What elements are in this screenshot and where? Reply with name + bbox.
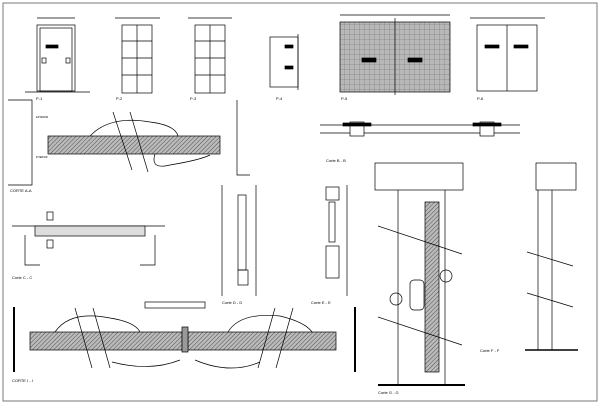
- section-b-b: [320, 121, 520, 137]
- note-exterior: EXTERIOR: [36, 116, 48, 119]
- elevation-p4: [269, 34, 299, 90]
- elevation-labels: P-1 P-2 P-3 P-4 P-5 P-6: [36, 96, 484, 101]
- section-e-e: [325, 185, 348, 296]
- section-label: Corte C - C: [12, 275, 32, 280]
- elevation-label: P-6: [477, 96, 484, 101]
- section-label: Corte G - G: [378, 390, 399, 395]
- section-f-f: [525, 162, 578, 351]
- elevation-p1: [25, 17, 90, 93]
- elevation-label: P-1: [36, 96, 43, 101]
- section-label: Corte F - F: [480, 348, 500, 353]
- section-g-g: [374, 162, 465, 386]
- note-interior: INTERIOR: [36, 156, 48, 159]
- section-c-c: [12, 211, 165, 266]
- section-a-a: EXTERIOR INTERIOR: [8, 99, 250, 186]
- section-label: CORTE I - I: [12, 378, 33, 383]
- elevation-label: P-3: [190, 96, 197, 101]
- section-d-d: [221, 185, 257, 296]
- section-label: Corte B - B: [326, 158, 346, 163]
- elevation-p2: [115, 17, 160, 94]
- elevation-label: P-5: [341, 96, 348, 101]
- elevation-label: P-4: [276, 96, 283, 101]
- elevation-label: P-2: [116, 96, 123, 101]
- section-label: Corte D - D: [222, 300, 242, 305]
- elevation-p6: [470, 17, 545, 92]
- elevation-p5: [339, 14, 451, 95]
- section-i-i: [13, 301, 356, 372]
- elevation-p3: [188, 17, 232, 94]
- section-label: Corte E - E: [311, 300, 331, 305]
- section-label: CORTE A-A: [10, 188, 32, 193]
